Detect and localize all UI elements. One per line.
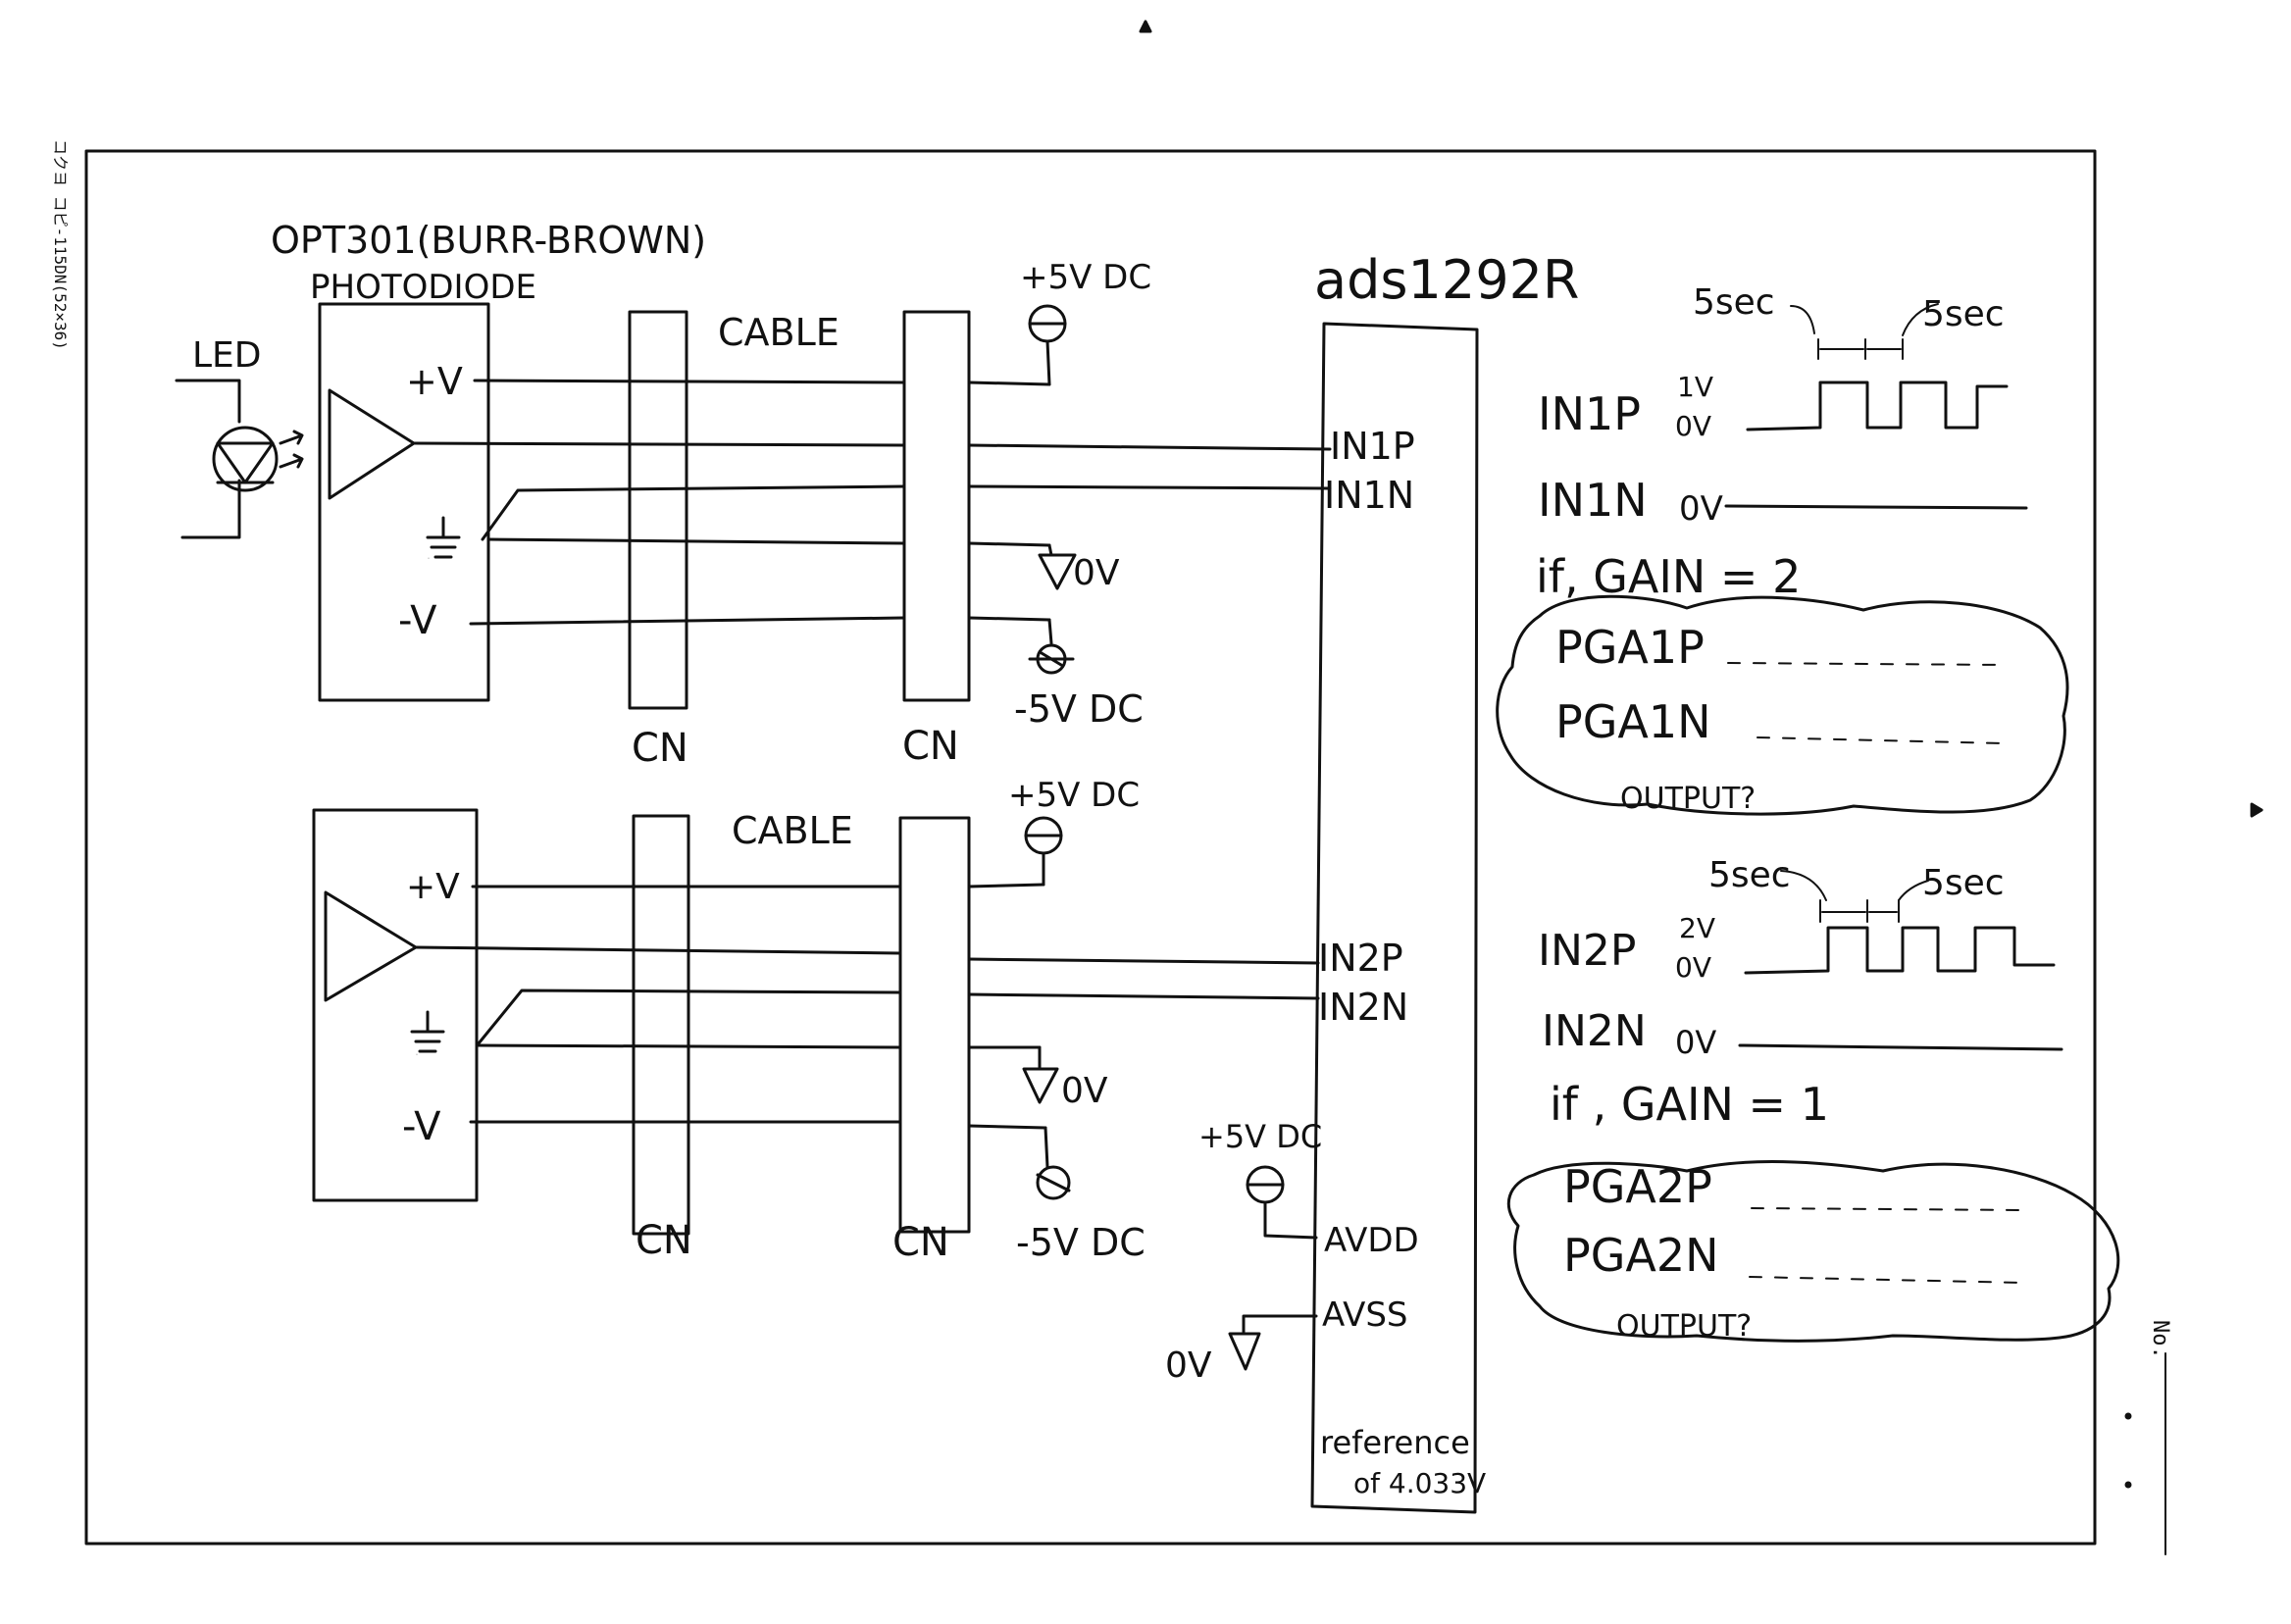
avss-supply-label: 0V — [1165, 1345, 1212, 1386]
ground-symbol-icon — [410, 1010, 445, 1053]
opamp-icon — [324, 890, 418, 1002]
in1p-waveform — [1746, 381, 2009, 431]
connector-cn2-left — [632, 814, 690, 1236]
top-center-mark — [1139, 20, 1152, 33]
supply-neg-ch1-icon — [1028, 618, 1075, 675]
supply-neg-ch2-icon — [1036, 1126, 1071, 1200]
avdd-supply-icon — [1246, 1165, 1318, 1240]
cloud-1 — [1496, 594, 2069, 816]
led-icon — [175, 379, 304, 539]
input-label: IN1N — [1538, 474, 1648, 527]
drawing-frame — [84, 149, 2097, 1546]
supply-pos-ch2-icon — [1024, 816, 1063, 887]
period-label: 5sec — [1922, 294, 2005, 334]
in2p-waveform — [1744, 926, 2056, 975]
adc-pin-label: IN2P — [1318, 937, 1403, 980]
input-label: IN2P — [1538, 926, 1636, 976]
connector-label: CN — [636, 1218, 692, 1263]
cable-label: CABLE — [732, 809, 853, 852]
paper-brand-label: コクヨ コピ-115DN(52×36) — [51, 139, 70, 350]
margin-dot — [2124, 1412, 2132, 1420]
supply-neg-label: -5V DC — [1014, 687, 1144, 731]
pga2n-dashed-line — [1749, 1276, 2025, 1284]
pga1p-dashed-line — [1727, 662, 2006, 666]
in1n-waveform — [1724, 504, 2028, 510]
right-edge-mark — [2250, 802, 2264, 818]
level-label: 0V — [1679, 489, 1723, 529]
pin-gnd-label: ⏚ — [428, 556, 430, 560]
pga-label: PGA1P — [1555, 621, 1705, 674]
connector-cn1-left — [628, 310, 688, 710]
sensor2-body — [312, 808, 479, 1202]
connector-cn2-right — [898, 816, 971, 1234]
level-label: 2V — [1679, 912, 1715, 944]
level-label: 1V — [1677, 371, 1713, 403]
supply-zero-ch2-icon — [1022, 1045, 1059, 1104]
adc-pin-label: IN2N — [1318, 986, 1408, 1029]
cable-label: CABLE — [718, 311, 840, 354]
supply-pos-label: +5V DC — [1020, 258, 1151, 297]
supply-neg-label: -5V DC — [1016, 1221, 1146, 1264]
pin-pos-label: +V — [406, 867, 460, 907]
input-label: IN1P — [1538, 387, 1641, 440]
reference-label: of 4.033V — [1353, 1467, 1486, 1499]
adc-pin-label: AVSS — [1322, 1295, 1408, 1335]
connector-label: CN — [892, 1220, 949, 1265]
adc-pin-label: IN1P — [1330, 425, 1415, 468]
gain-condition: if, GAIN = 2 — [1536, 550, 1801, 603]
adc-pin-label: IN1N — [1324, 474, 1414, 517]
ads1292r-body — [1310, 322, 1479, 1514]
supply-zero-label: 0V — [1073, 553, 1120, 593]
connector-label: CN — [902, 724, 959, 769]
margin-dot — [2124, 1481, 2132, 1489]
pga-label: PGA1N — [1555, 695, 1711, 748]
timing-arrows-1-icon — [1790, 303, 1939, 360]
level-label: 0V — [1675, 410, 1711, 442]
gain-condition: if , GAIN = 1 — [1550, 1078, 1829, 1131]
reference-label: reference — [1320, 1424, 1470, 1461]
supply-pos-ch1-icon — [1028, 304, 1067, 386]
pga2p-dashed-line — [1751, 1207, 2025, 1211]
cloud-2 — [1506, 1159, 2120, 1343]
pga-label: PGA2N — [1563, 1229, 1719, 1282]
cable-wires-ch2 — [414, 883, 1320, 1130]
opt301-body — [318, 302, 490, 702]
timing-arrows-2-icon — [1780, 870, 1929, 923]
sensor-subtitle: PHOTODIODE — [310, 268, 536, 307]
connector-cn1-right — [902, 310, 971, 702]
sensor-title: OPT301(BURR-BROWN) — [271, 219, 706, 262]
in2n-waveform — [1738, 1043, 2063, 1051]
input-label: IN2N — [1542, 1006, 1647, 1056]
pin-gnd-label: ⏚ — [416, 1052, 418, 1056]
output-question: OUTPUT? — [1616, 1309, 1752, 1344]
led-label: LED — [192, 335, 262, 376]
no-label: No. — [2148, 1320, 2172, 1359]
pga-label: PGA2P — [1563, 1160, 1712, 1213]
pin-pos-label: +V — [406, 360, 463, 403]
level-label: 0V — [1675, 1024, 1716, 1061]
opamp-icon — [328, 388, 416, 500]
output-question: OUTPUT? — [1620, 782, 1756, 816]
period-label: 5sec — [1693, 282, 1775, 323]
supply-zero-label: 0V — [1061, 1071, 1108, 1111]
adc-name: ads1292R — [1314, 249, 1579, 311]
pin-neg-label: -V — [398, 598, 437, 643]
cable-wires-ch1 — [412, 379, 1332, 626]
avdd-supply-label: +5V DC — [1198, 1118, 1322, 1155]
pin-neg-label: -V — [402, 1104, 441, 1149]
period-label: 5sec — [1708, 855, 1791, 895]
pga1n-dashed-line — [1756, 736, 2006, 744]
avss-supply-icon — [1228, 1314, 1318, 1371]
supply-pos-label: +5V DC — [1008, 776, 1140, 815]
period-label: 5sec — [1922, 863, 2005, 903]
ground-symbol-icon — [426, 516, 461, 559]
supply-zero-ch1-icon — [1038, 543, 1077, 590]
connector-label: CN — [632, 726, 688, 771]
adc-pin-label: AVDD — [1324, 1221, 1419, 1260]
level-label: 0V — [1675, 951, 1711, 984]
